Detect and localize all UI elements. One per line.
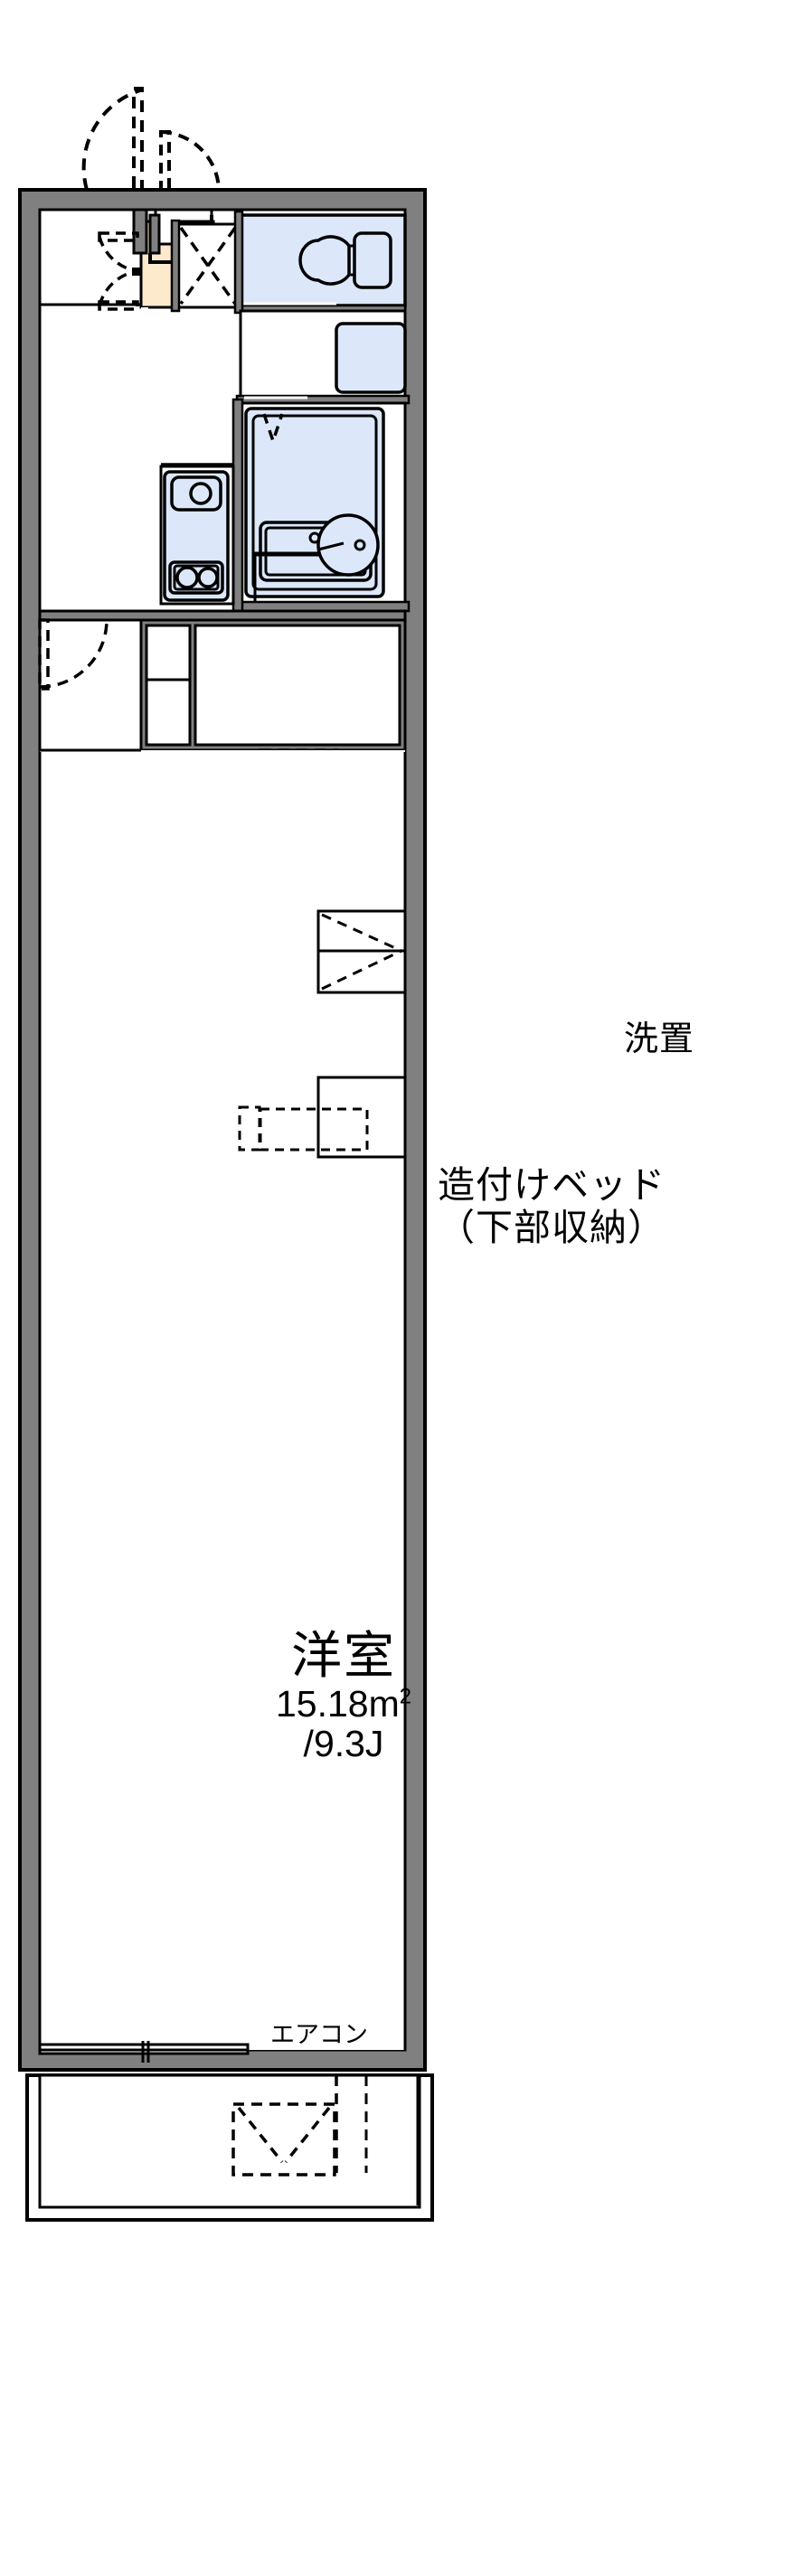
washer-pan (335, 322, 407, 394)
unit-bath (231, 398, 411, 613)
washer-space-label: 洗置 (623, 1020, 694, 1058)
vanity-basin (253, 513, 380, 606)
aircon-label: エアコン (270, 2021, 368, 2048)
room-area-label: 15.18m2 (172, 1683, 515, 1725)
aircon-unit (238, 1105, 369, 1152)
room-name-label: 洋室 (291, 1627, 396, 1684)
built-in-bed-line2: （下部収納） (438, 1207, 666, 1249)
balcony-outdoor-unit (231, 2102, 336, 2176)
kitchen (159, 463, 235, 606)
kitchen-sink (170, 475, 222, 512)
toilet-fixture (298, 231, 392, 289)
washroom (235, 309, 411, 405)
room-entry-door-swing (38, 618, 109, 691)
right-wall-window (316, 909, 407, 994)
built-in-bed-line1: 造付けベッド (438, 1164, 666, 1206)
square-meter-superscript: 2 (399, 1684, 411, 1709)
room-area-value: 15.18m (276, 1683, 400, 1725)
built-in-bed-label: 造付けベッド（下部収納） (362, 1164, 741, 1249)
room-jo-label: /9.3J (303, 1723, 384, 1764)
toilet-room (233, 210, 407, 315)
built-in-bed-block (139, 618, 407, 752)
stove-two-burner (168, 560, 224, 595)
aircon-alcove (238, 1076, 407, 1159)
entry-closet (170, 219, 241, 313)
secondary-door-swing (159, 130, 221, 192)
balcony (25, 2073, 434, 2222)
hall-door-swing (98, 231, 141, 311)
entrance-door-swing (40, 87, 144, 192)
bottom-sliding-window (38, 2041, 250, 2063)
interior-partitions (38, 307, 407, 622)
